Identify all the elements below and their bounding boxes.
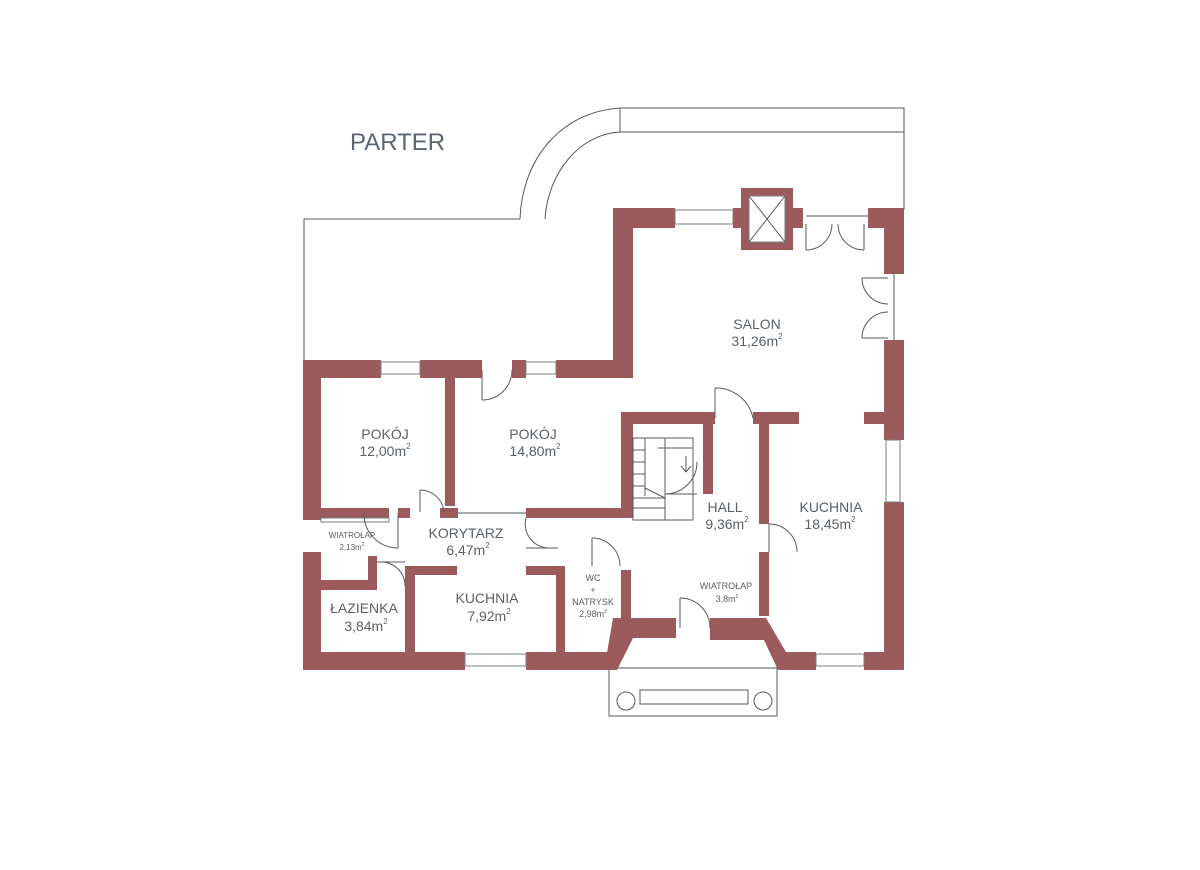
room-area-hall: 9,36m2 bbox=[705, 515, 749, 532]
room-area-kuchnia-small: 7,92m2 bbox=[467, 607, 511, 624]
room-name-hall: HALL bbox=[707, 499, 742, 515]
windows bbox=[320, 209, 901, 667]
room-name-pokoj-1: POKÓJ bbox=[361, 426, 408, 442]
room-labels: SALON 31,26m2 POKÓJ 12,00m2 POKÓJ 14,80m… bbox=[329, 316, 863, 634]
room-name-wiatrolap-small: WIATROŁAP bbox=[329, 531, 376, 540]
room-area-pokoj-2: 14,80m2 bbox=[509, 442, 561, 459]
terrace-outline bbox=[303, 107, 905, 360]
room-area-wc: 2,98m2 bbox=[579, 609, 607, 619]
room-area-wiatrolap-small: 2,13m2 bbox=[339, 542, 364, 552]
room-name-wc: WC bbox=[586, 573, 601, 583]
room-name-kuchnia-large: KUCHNIA bbox=[799, 499, 863, 515]
room-name-salon: SALON bbox=[733, 316, 780, 332]
room-area-salon: 31,26m2 bbox=[731, 332, 783, 349]
room-area-wiatrolap-entrance: 3,8m2 bbox=[716, 594, 739, 604]
room-area-pokoj-1: 12,00m2 bbox=[359, 442, 411, 459]
chimney bbox=[748, 195, 786, 243]
room-area-korytarz: 6,47m2 bbox=[446, 541, 490, 558]
page-title: PARTER bbox=[350, 129, 445, 156]
entrance-porch bbox=[608, 667, 778, 717]
room-name-kuchnia-small: KUCHNIA bbox=[455, 590, 519, 606]
room-area-kuchnia-large: 18,45m2 bbox=[804, 515, 856, 532]
room-name-natrysk: NATRYSK bbox=[572, 597, 614, 607]
doors bbox=[363, 215, 895, 629]
room-name-wc-plus: + bbox=[590, 585, 595, 595]
room-name-korytarz: KORYTARZ bbox=[429, 525, 504, 541]
staircase bbox=[632, 437, 694, 521]
room-name-pokoj-2: POKÓJ bbox=[509, 426, 556, 442]
room-name-wiatrolap-entrance: WIATROŁAP bbox=[700, 581, 752, 591]
room-area-lazienka: 3,84m2 bbox=[344, 617, 388, 634]
room-name-lazienka: ŁAZIENKA bbox=[330, 600, 398, 616]
